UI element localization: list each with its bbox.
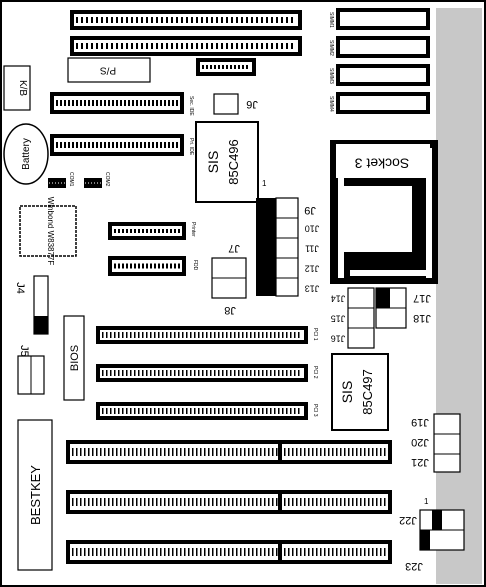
top-slots (70, 10, 302, 56)
sis-85c496-line1: SIS (205, 151, 221, 174)
fdd-label: FDD (192, 260, 198, 271)
kb-label: K/B (17, 80, 28, 96)
winbond-label: Winbond W83877F (46, 197, 55, 266)
ps-label: P/S (100, 64, 116, 75)
pci-slots (96, 326, 308, 420)
bios-chip (63, 315, 85, 401)
j7-label: J7 (228, 242, 240, 254)
j12-label: J12 (305, 264, 320, 274)
simm-label-1: SIMM1 (328, 12, 334, 28)
sis-85c496-chip (195, 121, 259, 203)
printer-label: Printer (190, 222, 196, 237)
j10-label: J10 (305, 224, 320, 234)
j23-label: J23 (405, 560, 423, 572)
j14-label: J14 (331, 294, 346, 304)
sis-85c497-chip (331, 353, 389, 431)
kb-connector (3, 65, 31, 111)
simm-label-4: SIMM4 (328, 96, 334, 112)
sis-85c497-line2: 85C497 (360, 369, 375, 415)
sis-85c497-line1: SIS (339, 381, 355, 404)
pri-ide-label: Pri. IDE (188, 138, 194, 156)
pci-3-label: PCI 3 (312, 404, 318, 417)
bios-label: BIOS (69, 345, 81, 371)
socket-3-label: Socket 3 (355, 155, 410, 171)
j4-label: J4 (14, 282, 26, 294)
j6-label: J6 (246, 98, 258, 110)
pci-1-label: PCI 1 (312, 328, 318, 341)
com2-header (84, 178, 102, 188)
bestkey-chip (17, 419, 53, 571)
pin1-label-b: 1 (424, 497, 429, 506)
j11-label: J11 (305, 244, 319, 254)
j9-j13-block (275, 197, 299, 297)
socket-3 (330, 140, 438, 284)
pin1-label-a: 1 (262, 179, 267, 188)
j22-j23-block (419, 509, 465, 551)
j6-jumper (213, 93, 239, 115)
simm-label-3: SIMM3 (328, 68, 334, 84)
isa-slots (66, 440, 392, 564)
j9-label: J9 (304, 204, 316, 216)
j20-label: J20 (411, 436, 429, 448)
j19-label: J19 (411, 416, 429, 428)
j22-label: J22 (399, 514, 417, 526)
j17-label: J17 (413, 292, 431, 304)
simm-sockets: SIMM1 SIMM2 SIMM3 SIMM4 (328, 8, 430, 114)
simm-label-2: SIMM2 (328, 40, 334, 56)
winbond-chip (19, 205, 77, 257)
ps-connector (67, 57, 151, 83)
j16-label: J16 (331, 334, 346, 344)
board-edge-shading (436, 8, 482, 584)
j14-j16-block (347, 287, 375, 349)
sis-85c496-line2: 85C496 (226, 139, 241, 185)
sec-ide-label: Sec. IDE (188, 96, 194, 116)
j13-label: J13 (305, 284, 320, 294)
j8-label: J8 (224, 304, 236, 316)
battery (3, 123, 49, 185)
com1-label: COM1 (68, 172, 74, 187)
j18-label: J18 (413, 312, 431, 324)
com1-header (48, 178, 66, 188)
bestkey-label: BESTKEY (28, 465, 43, 525)
battery-label: Battery (21, 138, 32, 170)
com2-label: COM2 (104, 172, 110, 187)
j19-j21-block (433, 413, 461, 473)
j21-label: J21 (411, 456, 429, 468)
j9-j13-black-strip (256, 198, 276, 296)
pci-2-label: PCI 2 (312, 366, 318, 379)
j15-label: J15 (331, 314, 346, 324)
j17-j18-block (375, 287, 407, 329)
